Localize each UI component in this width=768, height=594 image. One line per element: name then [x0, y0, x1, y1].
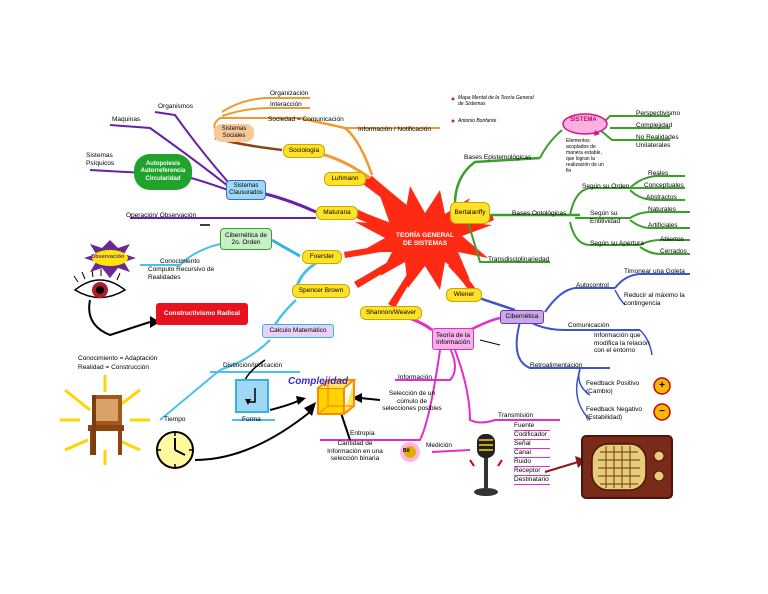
- label-segun-orden: Según su Orden: [582, 183, 630, 190]
- label-retroalimentacion: Retroalimentación: [530, 362, 583, 369]
- label-reducir: Reducir al máximo la contingencia: [624, 292, 685, 307]
- label-abstractos: Abstractos: [646, 194, 677, 201]
- observation-burst-icon: [84, 240, 136, 278]
- label-conocimiento: Conocimiento: [160, 258, 200, 265]
- label-seleccion: Selección de un cúmulo de selecciones po…: [382, 390, 442, 412]
- label-conceptuales: Conceptuales: [644, 182, 684, 189]
- minus-circle-icon: [653, 403, 671, 421]
- label-artificiales: Artificiales: [648, 222, 678, 229]
- node-complejidad: Complejidad: [288, 376, 349, 387]
- clock-icon: [156, 431, 194, 469]
- node-cibernetica: Cibernética: [500, 310, 544, 324]
- label-receptor: Receptor: [514, 467, 550, 476]
- label-cantidad: Cantidad de Información en una selección…: [327, 440, 383, 462]
- label-maquinas: Maquinas: [112, 116, 141, 123]
- cube-icon: [317, 379, 357, 415]
- node-calculo-matematico: Calculo Matemático: [262, 324, 334, 338]
- label-organizacion: Organización: [270, 90, 309, 97]
- label-segun-apertura: Según su Apertura: [590, 240, 644, 247]
- label-reales: Reales: [648, 170, 669, 177]
- label-perspectivismo: Perspectivismo: [636, 110, 681, 117]
- label-timonear: Timonear una Goleta: [624, 268, 685, 275]
- label-info-modifica: Información que modifica la relación con…: [594, 332, 650, 354]
- label-segun-entitividad: Según su Entitividad: [590, 210, 620, 225]
- label-ruido: Ruido: [514, 458, 550, 467]
- legend-title: Mapa Mental de la Teoría General de Sist…: [458, 95, 534, 107]
- node-wiener: Wiener: [446, 288, 482, 302]
- label-bases-epistemologicas: Bases Epistemológicas: [464, 154, 532, 161]
- node-maturana: Maturana: [316, 206, 358, 220]
- bit-bubble-icon: [400, 442, 420, 462]
- chair-icon: [60, 375, 150, 465]
- radio-icon: [581, 435, 673, 499]
- label-interaccion: Interacción: [270, 101, 302, 108]
- eye-icon: [73, 269, 127, 299]
- label-computo: Computo Recursivo de Realidades: [148, 266, 215, 281]
- label-realidad-construccion: Realidad = Construcción: [78, 364, 149, 371]
- node-teoria-informacion: Teoría de la Información: [432, 328, 474, 350]
- label-operacion-observacion: Operación/ Observación: [126, 212, 197, 219]
- form-box-icon: [235, 379, 269, 413]
- label-cerrados: Cerrados: [660, 248, 687, 255]
- label-organismos: Organismos: [158, 103, 194, 110]
- label-forma: Forma: [242, 416, 261, 423]
- label-naturales: Naturales: [648, 206, 676, 213]
- node-cibernetica-2do-orden: Cibernética de 2o. Orden: [220, 228, 272, 250]
- label-fuente: Fuente: [514, 422, 550, 431]
- label-distincion-indicacion: Distinción/Indicación: [223, 362, 283, 369]
- node-bertalanffy: Bertalanffy: [450, 202, 490, 224]
- label-conocimiento-adaptacion: Conocimiento = Adaptación: [78, 355, 158, 362]
- plus-circle-icon: [653, 377, 671, 395]
- node-luhmann: Luhmann: [324, 172, 366, 186]
- label-feedback-positivo: Feedback Positivo (Cambio): [586, 380, 640, 395]
- label-feedback-negativo: Feedback Negativo (Estabilidad): [586, 406, 643, 421]
- label-plus: +: [659, 380, 665, 391]
- node-sociologia: Sociología: [283, 144, 325, 158]
- label-informacion-notificacion: Información / Notificación: [358, 126, 431, 133]
- label-bases-ontologicas: Bases Ontológicas: [512, 210, 567, 217]
- microphone-icon: [469, 434, 503, 496]
- sistema-shape: [562, 113, 608, 136]
- label-senal: Señal: [514, 440, 550, 449]
- label-no-realidades: No Realidades Unilaterales: [636, 134, 679, 149]
- label-comunicacion: Comunicación: [568, 322, 610, 329]
- center-title: TEORÍA GENERAL DE SISTEMAS: [396, 232, 454, 247]
- label-bits: Bit: [403, 448, 410, 454]
- label-transmision: Transmisión: [498, 412, 534, 419]
- label-entropia: Entropía: [350, 430, 375, 437]
- node-constructivismo-radical: Constructivismo Radical: [156, 303, 248, 325]
- node-foerster: Foerster: [302, 250, 342, 264]
- node-sistemas-sociales: Sistemas Sociales: [214, 124, 254, 142]
- node-autopoiesis: Autopoiesis Autorreferencia Circularidad: [134, 154, 192, 190]
- label-transdisciplinariedad: Transdisciplinariedad: [488, 256, 550, 263]
- label-abiertos: Abiertos: [660, 236, 684, 243]
- label-codificador: Codificador: [514, 431, 550, 440]
- node-sistema: SISTEMA: [570, 117, 597, 123]
- node-shannon-weaver: Shannon/Weaver: [360, 306, 422, 320]
- label-sistemas-psiquicos: Sistemas Psíquicos: [86, 152, 115, 167]
- label-informacion: Información: [398, 374, 432, 381]
- label-complejidad: Complejidad: [636, 122, 673, 129]
- node-observacion: Observación: [91, 254, 125, 260]
- label-minus: −: [659, 406, 665, 417]
- label-autocontrol: Autocontrol: [576, 282, 609, 289]
- label-elementos: Elementos acoplados de manera estable, q…: [566, 138, 604, 174]
- label-medicion: Medición: [426, 442, 453, 449]
- legend-author: Antonio Bonfante: [458, 118, 497, 124]
- label-sociedad-comunicacion: Sociedad = Comunicación: [268, 116, 344, 123]
- label-destinatario: Destinatario: [514, 476, 550, 485]
- node-spencer-brown: Spencer Brown: [292, 284, 350, 298]
- label-canal: Canal: [514, 449, 550, 458]
- label-tiempo: Tiempo: [164, 416, 186, 423]
- node-sistemas-clausurados: Sistemas Clausurados: [226, 180, 266, 200]
